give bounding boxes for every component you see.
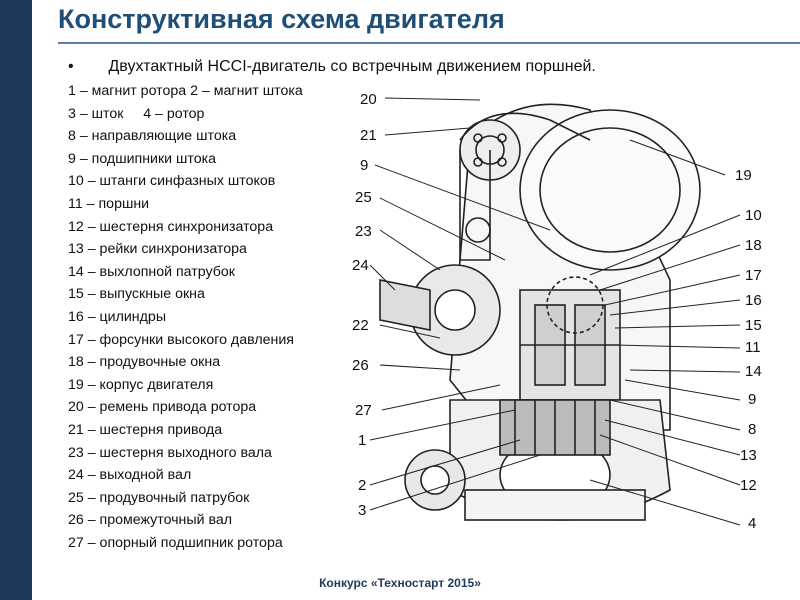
legend-item: 20 – ремень привода ротора — [68, 399, 257, 416]
callout-label: 22 — [352, 317, 369, 334]
legend-item: 3 – шток 4 – ротор — [68, 105, 205, 122]
legend-item: 24 – выходной вал — [68, 467, 192, 484]
callout-label: 3 — [358, 502, 366, 519]
callout-label: 18 — [745, 237, 762, 254]
callout-label: 21 — [360, 127, 377, 144]
callout-label: 4 — [748, 515, 756, 532]
legend-item: 27 – опорный подшипник ротора — [68, 534, 283, 551]
legend-item: 11 – поршни — [68, 195, 150, 212]
legend-item: 10 – штанги синфазных штоков — [68, 173, 276, 190]
legend-item: 14 – выхлопной патрубок — [68, 263, 235, 280]
callout-label: 24 — [352, 257, 369, 274]
callout-label: 9 — [360, 157, 368, 174]
callout-label: 8 — [748, 421, 756, 438]
engine-drawing: 20 21 9 25 23 24 22 26 27 1 2 3 19 10 18… — [352, 91, 762, 532]
callout-label: 26 — [352, 357, 369, 374]
legend-item: 13 – рейки синхронизатора — [68, 241, 247, 258]
bullet-row: • Двухтактный HCCI-двигатель со встречны… — [68, 58, 596, 76]
legend-item: 25 – продувочный патрубок — [68, 489, 250, 506]
callout-label: 13 — [740, 447, 757, 464]
legend-item: 26 – промежуточный вал — [68, 512, 233, 529]
callout-label: 1 — [358, 432, 366, 449]
legend-item: 18 – продувочные окна — [68, 354, 221, 371]
callout-label: 19 — [735, 167, 752, 184]
legend-item: 17 – форсунки высокого давления — [68, 331, 294, 348]
callout-label: 23 — [355, 223, 372, 240]
callout-label: 25 — [355, 189, 372, 206]
injector-ring — [546, 276, 604, 334]
legend-item: 19 – корпус двигателя — [68, 376, 214, 393]
callout-label: 9 — [748, 391, 756, 408]
parts-legend: 1 – магнит ротора 2 – магнит штока 3 – ш… — [68, 80, 303, 554]
left-accent-band — [0, 0, 32, 600]
callout-label: 11 — [745, 339, 761, 356]
legend-item: 15 – выпускные окна — [68, 286, 205, 303]
callout-label: 20 — [360, 91, 377, 108]
bullet-dot-icon: • — [68, 58, 74, 75]
legend-item: 9 – подшипники штока — [68, 150, 217, 167]
callout-label: 17 — [745, 267, 762, 284]
slide-title: Конструктивная схема двигателя — [58, 4, 505, 34]
bullet-text: Двухтактный HCCI-двигатель со встречным … — [108, 58, 596, 75]
callout-label: 12 — [740, 477, 757, 494]
drive-belt — [459, 112, 591, 141]
callout-label: 15 — [745, 317, 762, 334]
callout-label: 10 — [745, 207, 762, 224]
housing-end-cap — [519, 109, 701, 271]
footer-caption: Конкурс «Техностарт 2015» — [319, 576, 481, 590]
legend-item: 23 – шестерня выходного вала — [68, 444, 272, 461]
base-plate — [464, 489, 646, 521]
legend-item: 21 – шестерня привода — [68, 421, 223, 438]
callout-label: 2 — [358, 477, 366, 494]
output-shaft — [379, 279, 431, 331]
leader-lines — [369, 97, 741, 526]
legend-item: 16 – цилиндры — [68, 308, 167, 325]
callout-label: 14 — [745, 363, 762, 380]
output-gear — [409, 264, 501, 356]
callout-label: 16 — [745, 292, 762, 309]
legend-item: 8 – направляющие штока — [68, 128, 237, 145]
legend-item: 12 – шестерня синхронизатора — [68, 218, 274, 235]
title-underline — [58, 42, 800, 44]
callout-label: 27 — [355, 402, 372, 419]
legend-item: 1 – магнит ротора 2 – магнит штока — [68, 83, 303, 99]
